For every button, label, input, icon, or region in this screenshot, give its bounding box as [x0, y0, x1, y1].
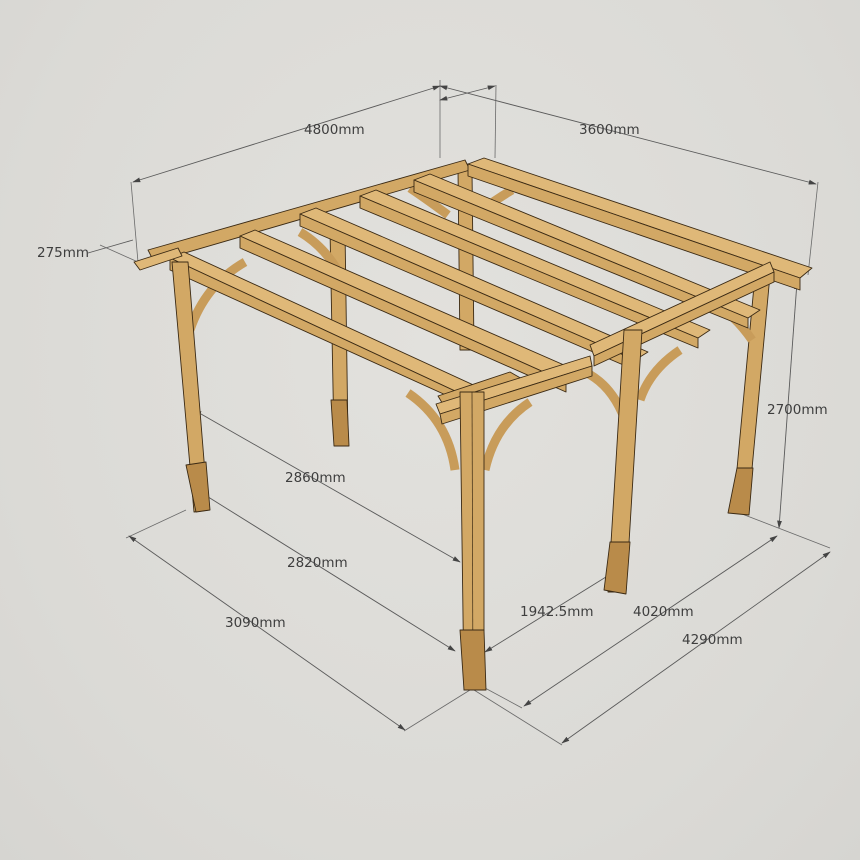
dim-label-beam-span: 2860mm: [280, 470, 351, 487]
dim-label-rafter-overhang: 275mm: [31, 245, 95, 262]
dim-label-overall-width: 3600mm: [574, 122, 645, 139]
dim-label-overall-length-base: 4290mm: [677, 632, 748, 649]
dim-label-height: 2700mm: [762, 402, 833, 419]
dim-label-post-spacing-length: 4020mm: [628, 604, 699, 621]
dim-label-post-spacing-depth: 2820mm: [282, 555, 353, 572]
dim-label-overall-length: 4800mm: [299, 122, 370, 139]
front-posts: [171, 261, 643, 691]
dim-label-post-spacing-half: 1942.5mm: [515, 604, 599, 621]
dim-label-overall-depth-base: 3090mm: [220, 615, 291, 632]
rafters: [169, 157, 813, 407]
